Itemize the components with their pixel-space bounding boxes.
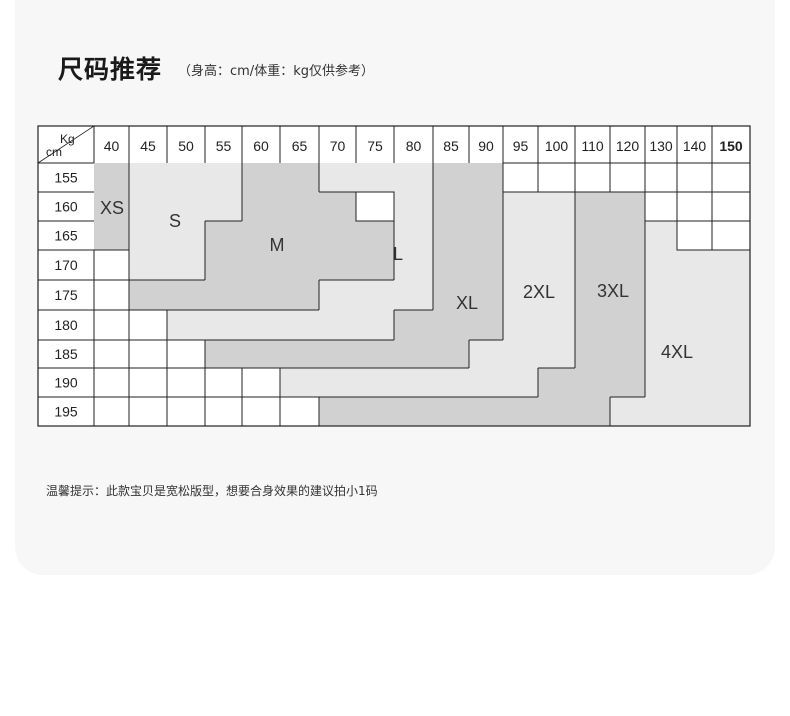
- size-region-3xl: [319, 397, 610, 426]
- weight-header-55: 55: [216, 138, 232, 154]
- size-label-s: S: [169, 211, 181, 231]
- size-label-2xl: 2XL: [523, 282, 555, 302]
- size-region-3xl: [538, 368, 645, 397]
- height-header-160: 160: [54, 199, 78, 215]
- size-region-3xl: [575, 250, 645, 280]
- size-region-2xl: [503, 221, 575, 250]
- size-region-m: [129, 280, 356, 310]
- weight-header-140: 140: [683, 138, 707, 154]
- size-region-4xl: [645, 250, 750, 280]
- weight-header-75: 75: [367, 138, 383, 154]
- size-region-4xl: [645, 221, 677, 250]
- empty-cell: [355, 191, 395, 222]
- size-region-3xl: [575, 310, 645, 340]
- weight-header-40: 40: [104, 138, 120, 154]
- weight-header-50: 50: [178, 138, 194, 154]
- size-region-3xl: [575, 280, 645, 310]
- size-region-4xl: [645, 340, 750, 368]
- size-label-l: L: [393, 244, 403, 264]
- table-frame: [37, 125, 751, 427]
- size-region-xl: [433, 221, 503, 250]
- size-region-xs: [94, 221, 129, 250]
- height-header-185: 185: [54, 346, 78, 362]
- weight-header-80: 80: [406, 138, 422, 154]
- size-region-m: [242, 192, 356, 221]
- weight-header-90: 90: [478, 138, 494, 154]
- size-region-xl: [433, 250, 503, 280]
- size-region-2xl: [503, 310, 575, 340]
- weight-header-120: 120: [616, 138, 640, 154]
- size-region-3xl: [575, 340, 645, 368]
- weight-header-60: 60: [253, 138, 269, 154]
- size-region-3xl: [575, 221, 645, 250]
- page-title: 尺码推荐: [58, 55, 163, 84]
- weight-header-85: 85: [443, 138, 459, 154]
- size-region-4xl: [610, 397, 750, 426]
- size-region-4xl: [645, 280, 750, 310]
- size-label-m: M: [270, 235, 285, 255]
- size-region-xs: [94, 192, 129, 221]
- size-label-xl: XL: [456, 293, 478, 313]
- size-region-2xl: [280, 368, 538, 397]
- size-region-2xl: [503, 250, 575, 280]
- size-region-xl: [433, 280, 503, 310]
- size-region-2xl: [503, 192, 575, 221]
- weight-header-150: 150: [719, 138, 743, 154]
- size-region-4xl: [645, 310, 750, 340]
- height-header-165: 165: [54, 228, 78, 244]
- weight-header-130: 130: [649, 138, 673, 154]
- corner-weight-label: Kg: [60, 132, 75, 146]
- weight-header-70: 70: [330, 138, 346, 154]
- height-header-180: 180: [54, 317, 78, 333]
- size-region-xl: [205, 340, 469, 368]
- size-region-xl: [394, 310, 503, 340]
- tip-note: 温馨提示：此款宝贝是宽松版型，想要合身效果的建议拍小1码: [46, 484, 378, 498]
- height-header-195: 195: [54, 404, 78, 420]
- size-region-3xl: [575, 192, 645, 221]
- weight-header-100: 100: [545, 138, 569, 154]
- page-subtitle: （身高：cm/体重：kg仅供参考）: [178, 64, 374, 79]
- weight-header-110: 110: [581, 138, 604, 154]
- size-region-l: [167, 310, 433, 340]
- size-label-4xl: 4XL: [661, 342, 693, 362]
- height-header-170: 170: [54, 257, 78, 273]
- size-region-2xl: [503, 280, 575, 310]
- height-header-155: 155: [54, 170, 78, 186]
- size-label-xs: XS: [100, 198, 124, 218]
- size-region-m: [242, 163, 319, 192]
- size-region-xl: [433, 192, 503, 221]
- size-region-xs: [94, 163, 129, 192]
- corner-diagonal: [37, 125, 95, 164]
- corner-height-label: cm: [46, 145, 62, 159]
- size-region-xl: [433, 163, 503, 192]
- size-label-3xl: 3XL: [597, 281, 629, 301]
- height-header-175: 175: [54, 287, 78, 303]
- weight-header-95: 95: [513, 138, 529, 154]
- height-header-190: 190: [54, 375, 78, 391]
- size-region-2xl: [469, 340, 575, 368]
- size-region-4xl: [645, 368, 750, 397]
- weight-header-65: 65: [292, 138, 308, 154]
- weight-header-45: 45: [140, 138, 156, 154]
